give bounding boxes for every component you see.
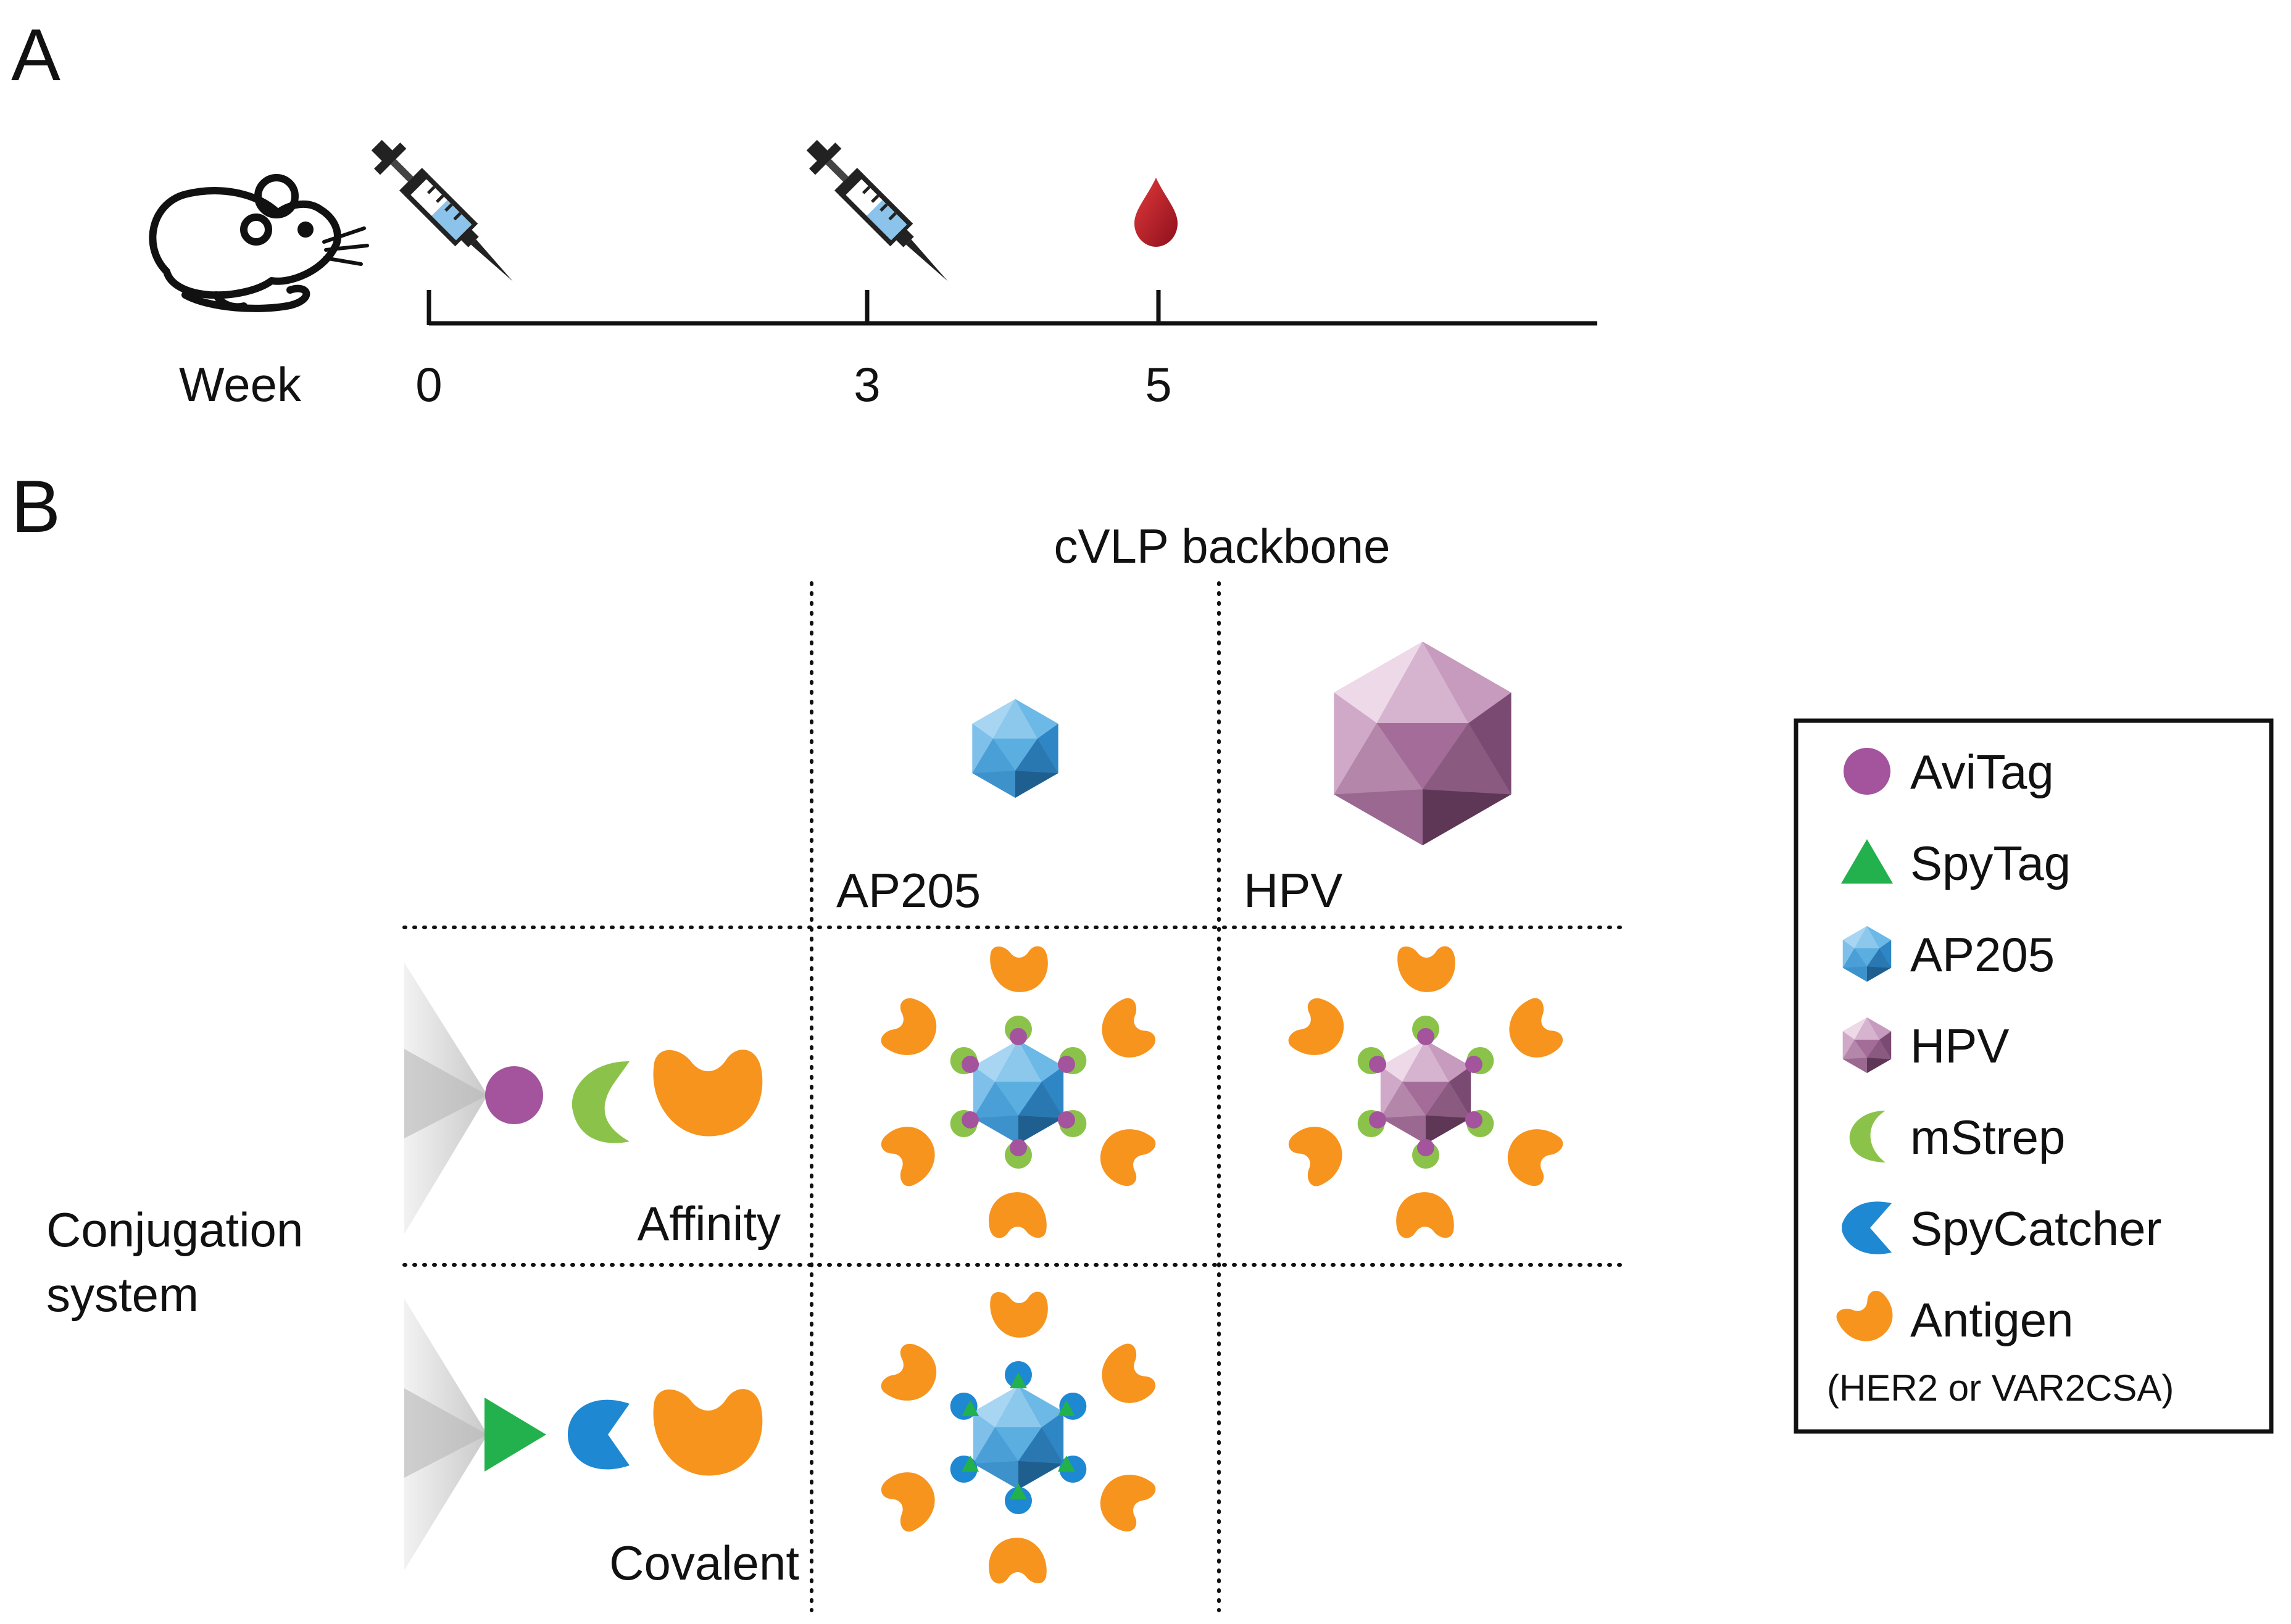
antigen-shape-icon — [1284, 1116, 1353, 1190]
hpv-icosahedron-icon — [1380, 1040, 1471, 1144]
conjugated-particles — [877, 946, 1567, 1584]
avitag-circle-icon — [1465, 1111, 1482, 1129]
spytag-triangle-icon — [1057, 1400, 1075, 1416]
avitag-circle-icon — [1844, 748, 1890, 795]
mstrep-crescent-icon — [572, 1061, 630, 1143]
ap205-icosahedron-icon — [973, 1040, 1064, 1144]
panel-b-letter: B — [11, 465, 60, 548]
backbone-title: cVLP backbone — [1054, 519, 1391, 573]
legend-antigen-note: (HER2 or VAR2CSA) — [1827, 1367, 2174, 1409]
syringe-icon-week0 — [364, 132, 526, 294]
antigen-shape-icon — [1497, 1117, 1566, 1191]
blood-drop-icon — [1134, 178, 1178, 247]
ap205-header-icon — [972, 699, 1058, 798]
avitag-circle-icon — [962, 1111, 979, 1129]
mstrep-crescent-icon — [1849, 1111, 1886, 1162]
antigen-shape-icon — [878, 1339, 947, 1412]
spytag-triangle-icon — [962, 1400, 979, 1416]
spycatcher-chevron-icon — [568, 1399, 630, 1470]
antigen-shape-icon — [990, 946, 1048, 992]
legend-label: SpyCatcher — [1910, 1201, 2162, 1256]
legend-label: mStrep — [1910, 1110, 2065, 1164]
antigen-shape-icon — [878, 993, 947, 1067]
grid-lines — [402, 581, 1625, 1612]
hpv-affinity-particle — [1284, 946, 1567, 1238]
hpv-header-icon — [1334, 642, 1511, 845]
legend-label: AP205 — [1910, 927, 2055, 982]
avitag-circle-icon — [1417, 1028, 1434, 1045]
antigen-shape-icon — [1090, 1117, 1159, 1191]
antigen-shape-icon — [990, 1291, 1048, 1338]
backbone-label-hpv: HPV — [1244, 863, 1342, 918]
affinity-schematic: Affinity — [404, 963, 781, 1251]
antigen-shape-icon — [989, 1192, 1047, 1238]
avitag-circle-icon — [1417, 1139, 1434, 1156]
avitag-circle-icon — [1465, 1056, 1482, 1073]
spytag-triangle-icon — [1841, 839, 1893, 884]
timeline-axis — [426, 290, 1597, 326]
ap205-icosahedron-icon — [973, 1386, 1064, 1489]
antigen-shape-icon — [1091, 1340, 1160, 1414]
spycatcher-chevron-icon — [1005, 1487, 1032, 1514]
week-5-label: 5 — [1145, 357, 1171, 412]
antigen-shape-icon — [1397, 946, 1455, 992]
avitag-circle-icon — [1010, 1139, 1027, 1156]
avitag-circle-icon — [1057, 1111, 1075, 1129]
avitag-circle-icon — [1369, 1111, 1387, 1129]
avitag-circle-icon — [1010, 1028, 1027, 1045]
week-3-label: 3 — [854, 357, 880, 412]
avitag-circle-icon — [485, 1066, 543, 1124]
legend-label: SpyTag — [1910, 836, 2071, 890]
antigen-shape-icon — [1090, 1463, 1159, 1536]
ap205-covalent-particle — [877, 1291, 1160, 1584]
spytag-triangle-icon — [1057, 1456, 1075, 1472]
system-label-covalent: Covalent — [609, 1536, 799, 1590]
antigen-shape-icon — [1396, 1192, 1454, 1238]
antigen-shape-icon — [653, 1050, 763, 1137]
week-label: Week — [179, 357, 302, 412]
avitag-circle-icon — [1369, 1056, 1387, 1073]
avitag-circle-icon — [1057, 1056, 1075, 1073]
spytag-triangle-icon — [962, 1456, 979, 1472]
spycatcher-chevron-icon — [1842, 1201, 1892, 1254]
backbone-label-ap205: AP205 — [836, 863, 981, 918]
antigen-shape-icon — [653, 1389, 763, 1476]
syringe-icon-week3 — [799, 132, 961, 294]
row-title-line1: Conjugation — [46, 1203, 303, 1257]
panel-a-letter: A — [11, 14, 60, 96]
covalent-schematic: Covalent — [404, 1299, 799, 1590]
antigen-shape-icon — [1498, 995, 1567, 1068]
avitag-circle-icon — [962, 1056, 979, 1073]
antigen-shape-icon — [877, 1462, 946, 1535]
spytag-triangle-icon — [484, 1398, 546, 1472]
antigen-shape-icon — [1091, 995, 1160, 1068]
antigen-shape-icon — [989, 1538, 1047, 1584]
ap205-affinity-particle — [877, 946, 1160, 1238]
row-title-line2: system — [46, 1267, 199, 1322]
legend-label: HPV — [1910, 1019, 2009, 1073]
mouse-icon — [149, 174, 369, 312]
spytag-triangle-icon — [1010, 1483, 1027, 1499]
spytag-triangle-icon — [1010, 1372, 1027, 1388]
legend-label: AviTag — [1910, 745, 2054, 799]
week-0-label: 0 — [415, 357, 442, 412]
antigen-shape-icon — [1285, 993, 1354, 1067]
legend-label: Antigen — [1910, 1293, 2074, 1347]
system-label-affinity: Affinity — [637, 1196, 781, 1251]
antigen-shape-icon — [877, 1116, 946, 1190]
